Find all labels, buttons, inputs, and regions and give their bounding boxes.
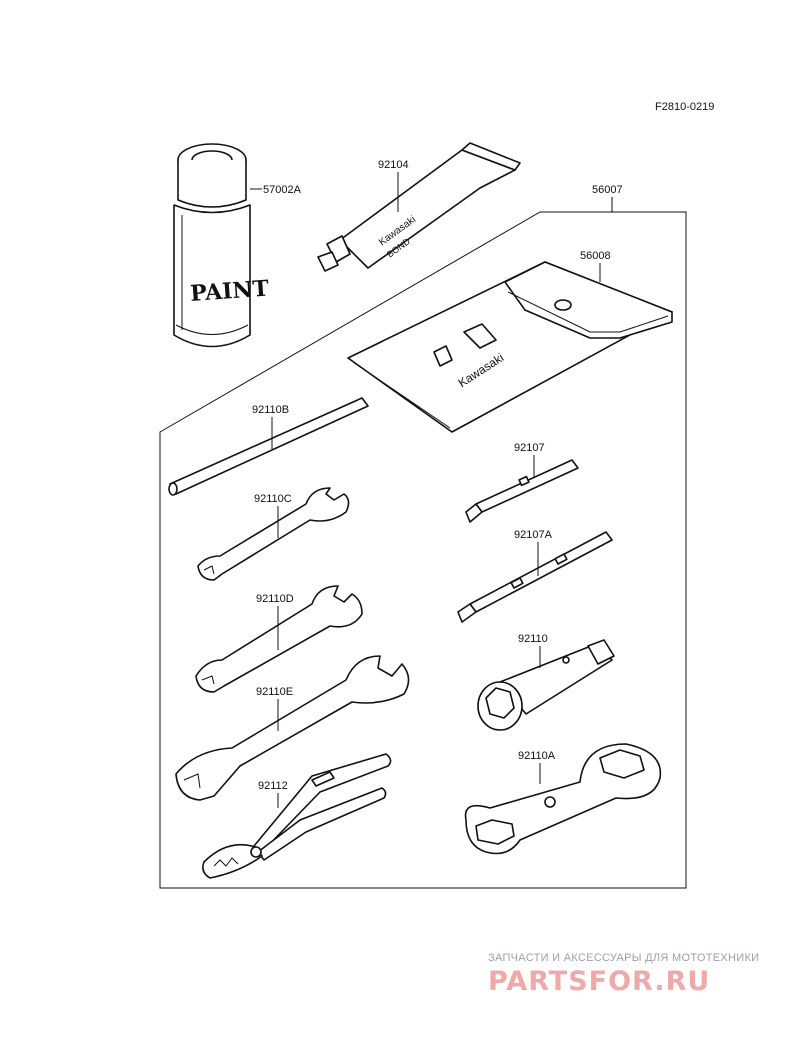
label-57002A: 57002A [263,184,302,196]
watermark-logo: PARTSFOR.RU [488,966,711,997]
box-wrench-92110 [477,639,615,731]
spanner-92110A [464,743,662,855]
wrench-92110C [197,487,350,581]
tool-kit-outline [159,211,687,889]
label-92112: 92112 [258,780,288,792]
diagram-code: F2810-0219 [655,101,714,113]
label-92110D: 92110D [256,593,294,605]
paint-lettering: PAINT [189,276,270,307]
wrench-92110E [175,655,410,801]
watermark-tagline: ЗАПЧАСТИ И АКСЕССУАРЫ ДЛЯ МОТОТЕХНИКИ [488,952,760,964]
label-92110C: 92110C [254,493,292,505]
label-92110B: 92110B [252,404,289,416]
label-92107A: 92107A [514,529,553,541]
label-92110: 92110 [518,633,548,645]
tube-92104: Kawasaki BOND [317,142,521,272]
tool-bag-56008: Kawasaki [347,261,673,433]
label-92104: 92104 [378,159,409,171]
screwdriver-92107A [457,531,613,623]
bar-92110B [168,397,369,496]
label-56007: 56007 [592,184,623,196]
label-92110A: 92110A [518,750,556,762]
screwdriver-92107 [465,459,579,523]
label-56008: 56008 [580,250,611,262]
wrench-92110D [195,585,363,693]
spray-can-57002A: PAINT [173,143,270,348]
label-92107: 92107 [514,442,545,454]
pliers-92112 [202,753,392,879]
label-92110E: 92110E [256,686,293,698]
